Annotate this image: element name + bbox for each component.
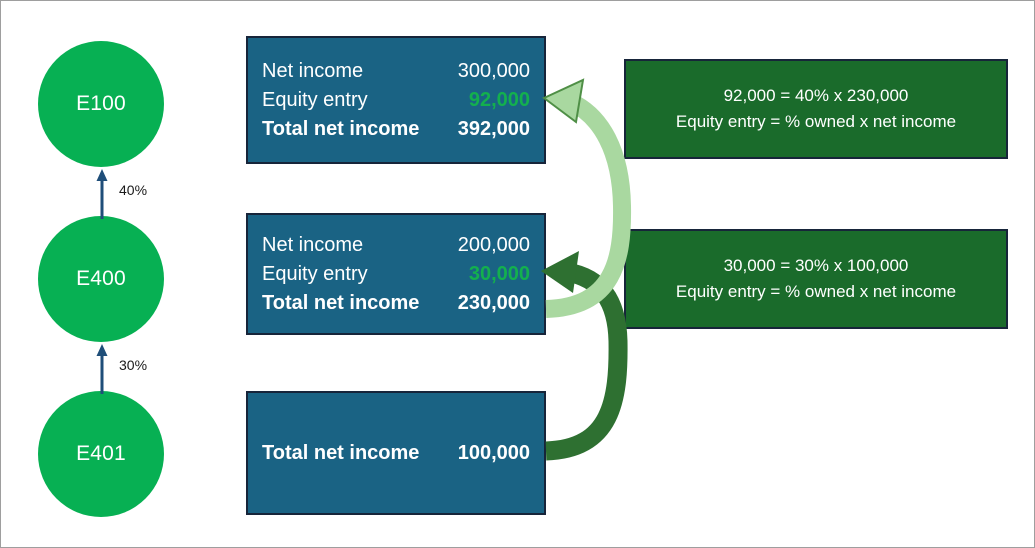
income-row-equity-entry: Equity entry 92,000 xyxy=(262,86,530,115)
entity-label-e401: E401 xyxy=(76,442,126,465)
row-label: Equity entry xyxy=(262,262,368,285)
income-row-total-net-income: Total net income 100,000 xyxy=(262,439,530,468)
formula-line-calculation: 92,000 = 40% x 230,000 xyxy=(723,86,909,105)
formula-line-definition: Equity entry = % owned x net income xyxy=(675,282,957,301)
entity-label-e100: E100 xyxy=(76,92,126,115)
row-value: 100,000 xyxy=(457,441,530,464)
row-value: 200,000 xyxy=(457,233,530,256)
row-label: Equity entry xyxy=(262,88,368,111)
income-row-total-net-income: Total net income 230,000 xyxy=(262,289,530,318)
formula-box-top[interactable]: 92,000 = 40% x 230,000 Equity entry = % … xyxy=(624,59,1008,159)
formula-box-bottom[interactable]: 30,000 = 30% x 100,000 Equity entry = % … xyxy=(624,229,1008,329)
income-box-e401[interactable]: Total net income 100,000 xyxy=(246,391,546,515)
entity-circle-e100[interactable]: E100 xyxy=(38,41,164,167)
income-row-net-income: Net income 300,000 xyxy=(262,57,530,86)
ownership-arrow-e401-to-e400 xyxy=(96,344,108,394)
entity-circle-e400[interactable]: E400 xyxy=(38,216,164,342)
income-row-equity-entry: Equity entry 30,000 xyxy=(262,260,530,289)
row-value: 92,000 xyxy=(468,88,530,111)
row-value: 300,000 xyxy=(457,59,530,82)
row-value: 392,000 xyxy=(457,117,530,140)
ownership-arrow-e400-to-e100 xyxy=(96,169,108,219)
arrow-e400-to-e100 xyxy=(542,78,632,318)
formula-line-definition: Equity entry = % owned x net income xyxy=(675,112,957,131)
row-label: Net income xyxy=(262,233,364,256)
income-box-e400[interactable]: Net income 200,000 Equity entry 30,000 T… xyxy=(246,213,546,335)
row-label: Total net income xyxy=(262,291,420,314)
ownership-label-30: 30% xyxy=(119,357,148,373)
income-row-total-net-income: Total net income 392,000 xyxy=(262,115,530,144)
row-label: Total net income xyxy=(262,441,420,464)
income-box-e100[interactable]: Net income 300,000 Equity entry 92,000 T… xyxy=(246,36,546,164)
arrow-e401-to-e400 xyxy=(541,251,628,461)
row-label: Total net income xyxy=(262,117,420,140)
income-row-net-income: Net income 200,000 xyxy=(262,231,530,260)
ownership-label-40: 40% xyxy=(119,182,148,198)
row-value: 230,000 xyxy=(457,291,530,314)
formula-line-calculation: 30,000 = 30% x 100,000 xyxy=(723,256,909,275)
row-label: Net income xyxy=(262,59,364,82)
entity-circle-e401[interactable]: E401 xyxy=(38,391,164,517)
row-value: 30,000 xyxy=(468,262,530,285)
entity-label-e400: E400 xyxy=(76,267,126,290)
